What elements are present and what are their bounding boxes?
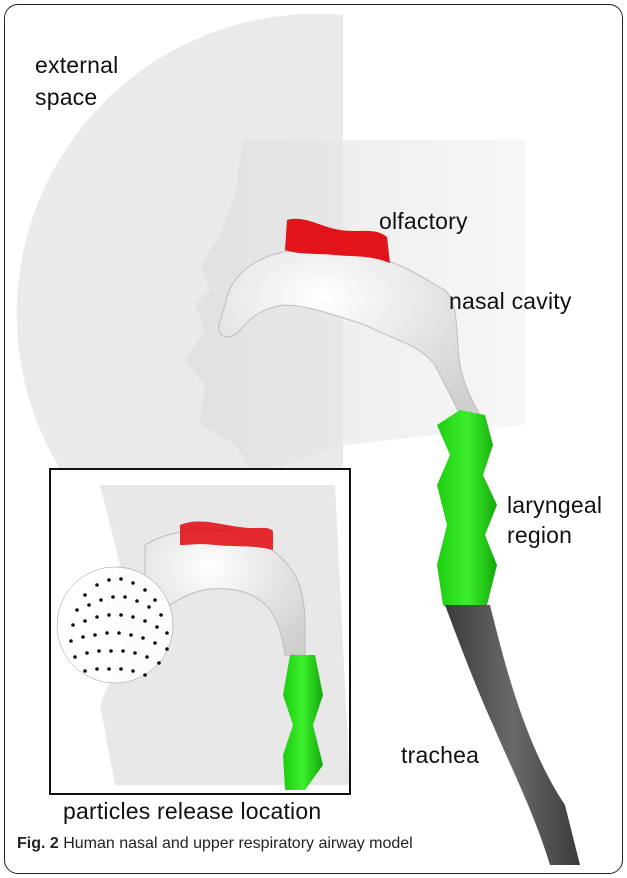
figure-caption: Fig. 2 Human nasal and upper respiratory…: [17, 835, 413, 853]
trachea-shape: [445, 605, 580, 865]
label-inset-caption: particles release location: [63, 797, 321, 825]
label-olfactory: olfactory: [379, 207, 468, 235]
label-external-space-1: external: [35, 51, 118, 79]
airway-model-illustration: [5, 5, 623, 874]
label-external-space-2: space: [35, 83, 97, 111]
laryngeal-shape: [437, 410, 497, 620]
figure-frame: external space olfactory nasal cavity la…: [4, 4, 623, 874]
label-laryngeal-1: laryngeal: [507, 491, 602, 519]
label-laryngeal-2: region: [507, 521, 572, 549]
caption-prefix: Fig. 2: [17, 835, 59, 852]
label-nasal-cavity: nasal cavity: [449, 287, 572, 315]
label-trachea: trachea: [401, 741, 479, 769]
caption-text: Human nasal and upper respiratory airway…: [59, 835, 413, 852]
